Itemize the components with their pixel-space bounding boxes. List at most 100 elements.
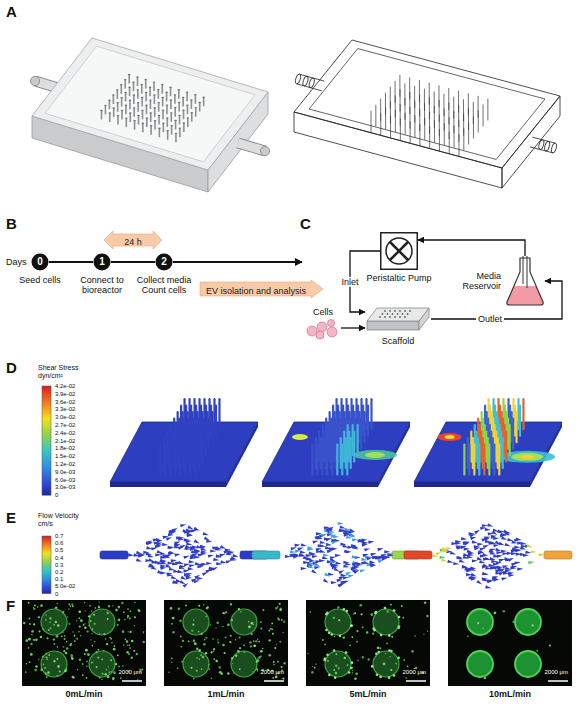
velocity-glyph — [216, 562, 222, 566]
scaffold-post — [183, 651, 209, 677]
velocity-glyph — [206, 562, 212, 566]
velocity-glyph — [164, 555, 171, 560]
cell-dot — [227, 624, 230, 627]
cell-dot — [262, 648, 263, 649]
cell-dot — [200, 654, 202, 656]
cell-dot — [94, 641, 96, 643]
cell-dot — [350, 624, 353, 627]
pillar-top — [161, 84, 164, 85]
cell-dot — [86, 665, 88, 667]
cell-dot — [40, 636, 42, 638]
cell-dot — [134, 616, 136, 618]
velocity-glyph — [169, 567, 175, 571]
velocity-glyph — [441, 558, 448, 563]
shear-stress-plots — [110, 399, 562, 487]
cell-dot — [47, 671, 50, 674]
cell-dot — [95, 607, 97, 609]
pillar-top — [169, 86, 172, 87]
cell-dot — [353, 613, 355, 615]
velocity-glyph — [156, 538, 162, 542]
velocity-glyph — [203, 532, 210, 537]
cell-dot — [402, 617, 404, 619]
cell-dot — [335, 672, 338, 675]
pillar — [150, 100, 152, 109]
velocity-glyph — [490, 557, 497, 562]
cell-dot — [71, 603, 73, 605]
velocity-glyph — [516, 538, 522, 542]
velocity-glyph — [469, 532, 476, 537]
velocity-glyph — [352, 561, 359, 566]
velocity-glyph — [184, 573, 190, 576]
velocity-glyph — [185, 539, 191, 543]
velocity-glyph — [493, 562, 499, 565]
cell-dot — [348, 671, 351, 674]
pillar — [194, 445, 196, 475]
pillar-top — [136, 76, 139, 77]
cell-dot — [82, 663, 84, 665]
cell-dot — [375, 611, 378, 614]
velocity-glyph — [190, 556, 196, 560]
cell-dot — [106, 612, 109, 615]
cell-dot — [248, 625, 251, 628]
cell-dot — [278, 603, 280, 605]
cell-dot — [333, 617, 335, 619]
velocity-glyph — [464, 540, 471, 545]
cell-dot — [388, 676, 391, 679]
cell — [316, 331, 324, 339]
pillar — [198, 438, 200, 468]
velocity-glyph — [352, 546, 359, 551]
velocity-glyph — [368, 540, 375, 544]
velocity-glyph — [159, 559, 166, 564]
pillar — [158, 103, 160, 112]
cell-dot — [192, 623, 194, 625]
pillar — [502, 438, 504, 468]
pillar-top — [142, 123, 145, 124]
cell-dot — [384, 607, 387, 610]
flask-tube — [527, 256, 528, 288]
cell-dot — [68, 603, 70, 605]
velocity-glyph — [326, 543, 332, 547]
tube-end — [260, 146, 269, 155]
cell-dot — [268, 630, 270, 632]
cell-dot — [34, 604, 36, 606]
media-flask: Media Reservoir — [505, 256, 545, 306]
cell-dot — [224, 652, 226, 654]
pillar-top — [165, 92, 168, 93]
cell-dot — [335, 653, 337, 655]
velocity-glyph — [183, 569, 189, 573]
cell-dot — [193, 678, 195, 680]
micrograph — [448, 600, 572, 686]
cell-dot — [171, 662, 172, 663]
pillar — [215, 406, 217, 436]
pillar — [150, 126, 152, 135]
cell-dot — [111, 642, 113, 644]
cell-dot — [80, 619, 83, 622]
scale-bar — [122, 680, 142, 682]
cell-dot — [46, 656, 48, 658]
cell-dot — [101, 679, 102, 680]
cell-dot — [91, 662, 93, 664]
velocity-glyph — [470, 567, 477, 572]
cell-dot — [383, 663, 386, 666]
cell-dot — [260, 650, 262, 652]
cell-dot — [328, 674, 331, 677]
cell-dot — [371, 613, 373, 615]
pillar-top — [112, 107, 115, 108]
pillar — [124, 80, 126, 89]
colorbar — [42, 536, 51, 594]
cell-dot — [324, 658, 327, 661]
cell-dot — [337, 606, 339, 608]
velocity-glyph — [157, 539, 163, 543]
chip-pillar — [399, 316, 401, 318]
velocity-glyph — [466, 569, 472, 572]
pillar-top — [174, 120, 177, 121]
velocity-glyph — [330, 533, 337, 538]
pillar-top — [187, 117, 190, 118]
velocity-glyph — [327, 549, 334, 553]
cell-dot — [84, 627, 87, 630]
cell-dot — [46, 658, 48, 660]
cell-dot — [188, 641, 190, 643]
velocity-glyph — [499, 558, 506, 563]
scale-bar — [548, 680, 568, 682]
tube-ring — [295, 74, 302, 85]
